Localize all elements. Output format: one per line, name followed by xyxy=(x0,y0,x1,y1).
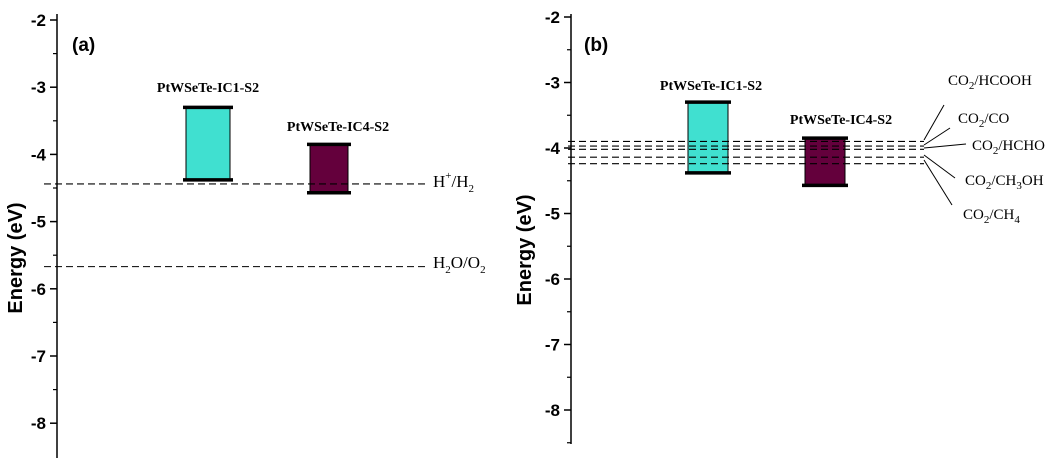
reference-lines xyxy=(568,140,924,165)
leader-line xyxy=(923,154,956,179)
panel-b: (b) Energy (eV) -2 -3 -4 -5 -6 -7 -8 PtWSeTe-I… xyxy=(514,8,1045,444)
y-tick-label: -5 xyxy=(31,213,46,232)
y-tick-label: -2 xyxy=(31,11,46,30)
ref-label-ch3oh: CO2/CH3OH xyxy=(965,173,1044,192)
bar-label-ic4: PtWSeTe-IC4-S2 xyxy=(287,120,389,135)
leader-line xyxy=(923,127,951,146)
band-gap-bar xyxy=(185,106,231,181)
ref-label-ch4: CO2/CH4 xyxy=(963,207,1020,226)
leader-line xyxy=(923,159,953,206)
y-tick-label: -8 xyxy=(31,414,46,433)
band-bars xyxy=(183,105,351,195)
y-tick-label: -4 xyxy=(545,139,561,158)
band-gap-bar xyxy=(309,143,349,194)
y-tick-label: -6 xyxy=(545,270,560,289)
y-tick-label: -7 xyxy=(545,336,560,355)
ref-label-o2: H2O/O2 xyxy=(433,253,486,276)
ref-label-co: CO2/CO xyxy=(958,111,1010,130)
y-tick-label: -3 xyxy=(545,74,560,93)
y-ticks: -2 -3 -4 -5 -6 -7 -8 xyxy=(545,8,571,444)
leader-line xyxy=(923,143,967,149)
y-tick-label: -2 xyxy=(545,8,560,27)
label-leader-lines xyxy=(923,104,967,206)
bar-label-ic1: PtWSeTe-IC1-S2 xyxy=(157,81,259,96)
panel-label: (b) xyxy=(584,35,608,56)
y-tick-label: -5 xyxy=(545,205,560,224)
bar-label-ic4: PtWSeTe-IC4-S2 xyxy=(790,113,892,128)
ref-label-h2: H+/H2 xyxy=(433,170,474,195)
y-tick-label: -8 xyxy=(545,401,560,420)
y-ticks: -2 -3 -4 -5 -6 -7 -8 xyxy=(31,11,57,433)
y-tick-label: -7 xyxy=(31,347,46,366)
ref-label-hcooh: CO2/HCOOH xyxy=(948,73,1032,92)
band-gap-bar xyxy=(687,101,729,174)
co2-reference-labels: CO2/HCOOH CO2/CO CO2/HCHO CO2/CH3OH CO2/… xyxy=(948,73,1045,226)
ref-label-hcho: CO2/HCHO xyxy=(972,138,1045,157)
y-tick-label: -6 xyxy=(31,280,46,299)
y-axis-title: Energy (eV) xyxy=(5,202,27,313)
y-tick-label: -3 xyxy=(31,78,46,97)
panel-label: (a) xyxy=(72,35,95,56)
panel-a: (a) Energy (eV) -2 -3 -4 -5 -6 -7 -8 PtWSeTe-I… xyxy=(5,11,486,458)
bar-label-ic1: PtWSeTe-IC1-S2 xyxy=(660,79,762,94)
y-axis-title: Energy (eV) xyxy=(514,194,536,305)
leader-line xyxy=(923,104,945,141)
y-tick-label: -4 xyxy=(31,145,47,164)
reference-lines xyxy=(44,183,428,268)
band-gap-bar xyxy=(804,137,846,186)
